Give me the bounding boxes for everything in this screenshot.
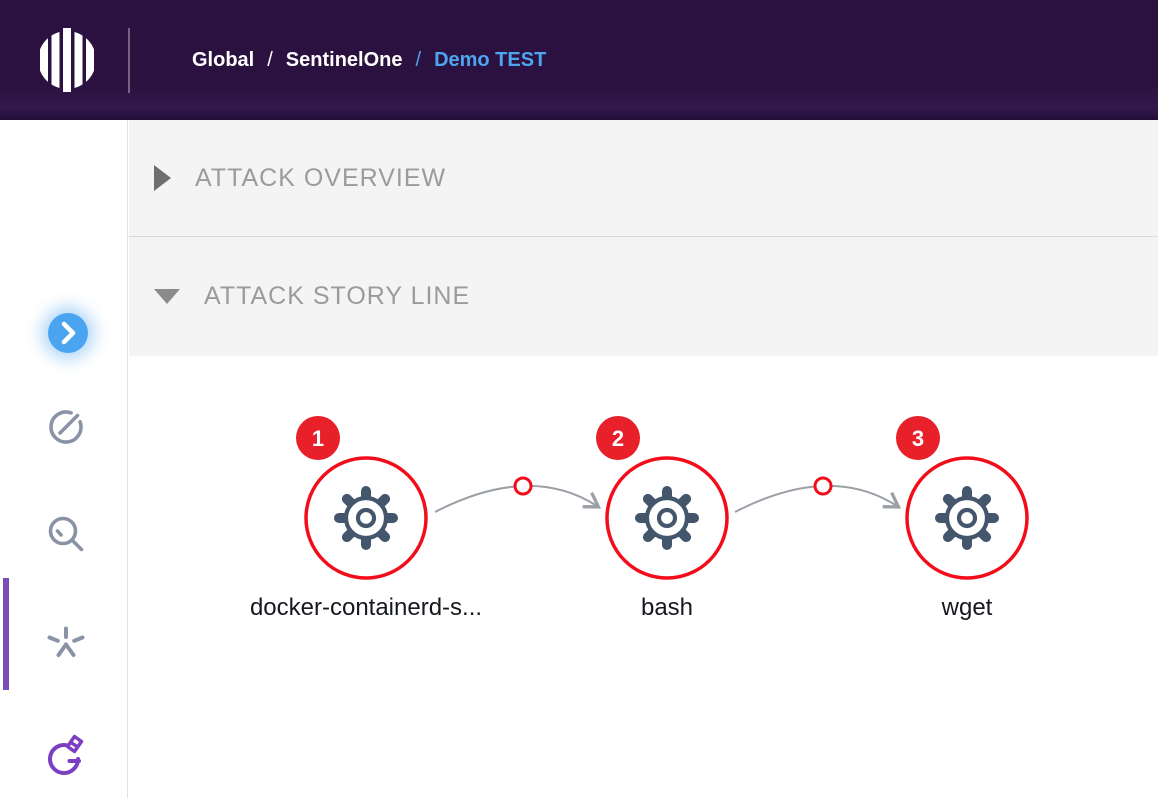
gear-icon	[940, 491, 994, 545]
breadcrumb-scope-global[interactable]: Global	[192, 48, 255, 71]
attack-story-line-graph: 1 2	[129, 356, 1158, 798]
sidebar-item-forensics[interactable]	[44, 733, 88, 777]
process-graph-canvas: 1 2	[296, 416, 1029, 580]
svg-text:1: 1	[312, 426, 324, 451]
sentinelone-logo-icon[interactable]	[36, 27, 98, 93]
section-header-attack-overview[interactable]: ATTACK OVERVIEW	[129, 120, 1158, 237]
star-burst-icon	[47, 626, 85, 657]
process-node-label: bash	[640, 594, 694, 621]
section-title: ATTACK OVERVIEW	[195, 163, 447, 192]
process-node-3[interactable]: 3	[896, 416, 1029, 580]
sidebar-expand-button[interactable]	[48, 313, 88, 353]
breadcrumb: Global / SentinelOne / Demo TEST	[192, 0, 546, 120]
sidebar-item-dashboard[interactable]	[44, 405, 88, 449]
section-title: ATTACK STORY LINE	[204, 282, 471, 310]
edge-event-dot	[813, 476, 833, 496]
process-node-1[interactable]: 1	[296, 416, 428, 580]
caret-right-icon	[154, 165, 171, 191]
top-header-bar: Global / SentinelOne / Demo TEST	[0, 0, 1158, 120]
magnifier-icon	[48, 516, 84, 552]
header-divider	[128, 28, 130, 93]
caret-down-icon	[154, 289, 180, 304]
edge-event-dot	[513, 476, 533, 496]
sidebar-active-indicator	[3, 578, 9, 690]
edge-1-2	[434, 476, 602, 513]
step-badge: 3	[896, 416, 940, 460]
main-content: ATTACK OVERVIEW ATTACK STORY LINE	[129, 120, 1158, 798]
process-node-label: wget	[941, 594, 993, 621]
breadcrumb-separator: /	[267, 48, 273, 71]
process-node-2[interactable]: 2	[596, 416, 729, 580]
sidebar-item-visibility[interactable]	[44, 624, 88, 668]
logo-shield-icon	[40, 28, 94, 92]
step-badge: 2	[596, 416, 640, 460]
edge-2-3	[734, 476, 902, 513]
process-node-label: docker-containerd-s...	[249, 594, 483, 621]
left-sidebar	[0, 120, 128, 798]
chevron-right-icon	[61, 321, 76, 345]
breadcrumb-site-demo-test[interactable]: Demo TEST	[434, 48, 547, 71]
svg-text:3: 3	[912, 426, 924, 451]
sidebar-item-search[interactable]	[44, 512, 88, 556]
step-badge: 1	[296, 416, 340, 460]
gauge-icon	[49, 410, 83, 444]
gear-icon	[640, 491, 694, 545]
breadcrumb-account-sentinelone[interactable]: SentinelOne	[285, 48, 403, 71]
gear-icon	[339, 491, 393, 545]
microscope-icon	[48, 734, 84, 775]
svg-text:2: 2	[612, 426, 624, 451]
section-header-attack-story-line[interactable]: ATTACK STORY LINE	[129, 237, 1158, 356]
breadcrumb-separator: /	[415, 48, 422, 71]
